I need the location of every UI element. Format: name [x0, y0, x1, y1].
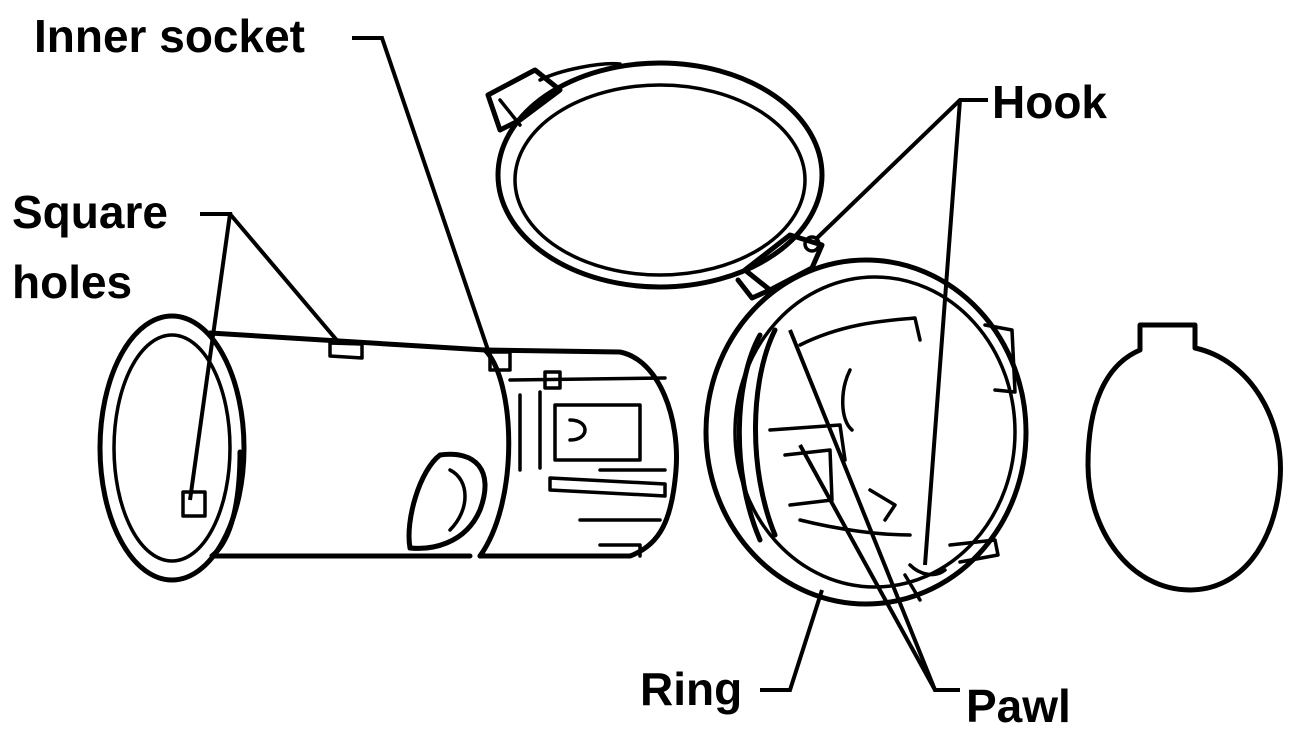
rear-lid-part — [1085, 322, 1283, 593]
label-ring: Ring — [640, 663, 742, 715]
label-square-holes-line1: Square — [12, 186, 168, 238]
leader-lines — [188, 36, 988, 692]
ring-part — [703, 257, 1029, 607]
label-pawl: Pawl — [966, 680, 1071, 732]
socket-cap-part — [485, 60, 825, 301]
inner-socket-part — [97, 313, 679, 583]
label-inner-socket: Inner socket — [34, 10, 305, 62]
label-square-holes-line2: holes — [12, 256, 132, 308]
label-hook: Hook — [992, 76, 1107, 128]
